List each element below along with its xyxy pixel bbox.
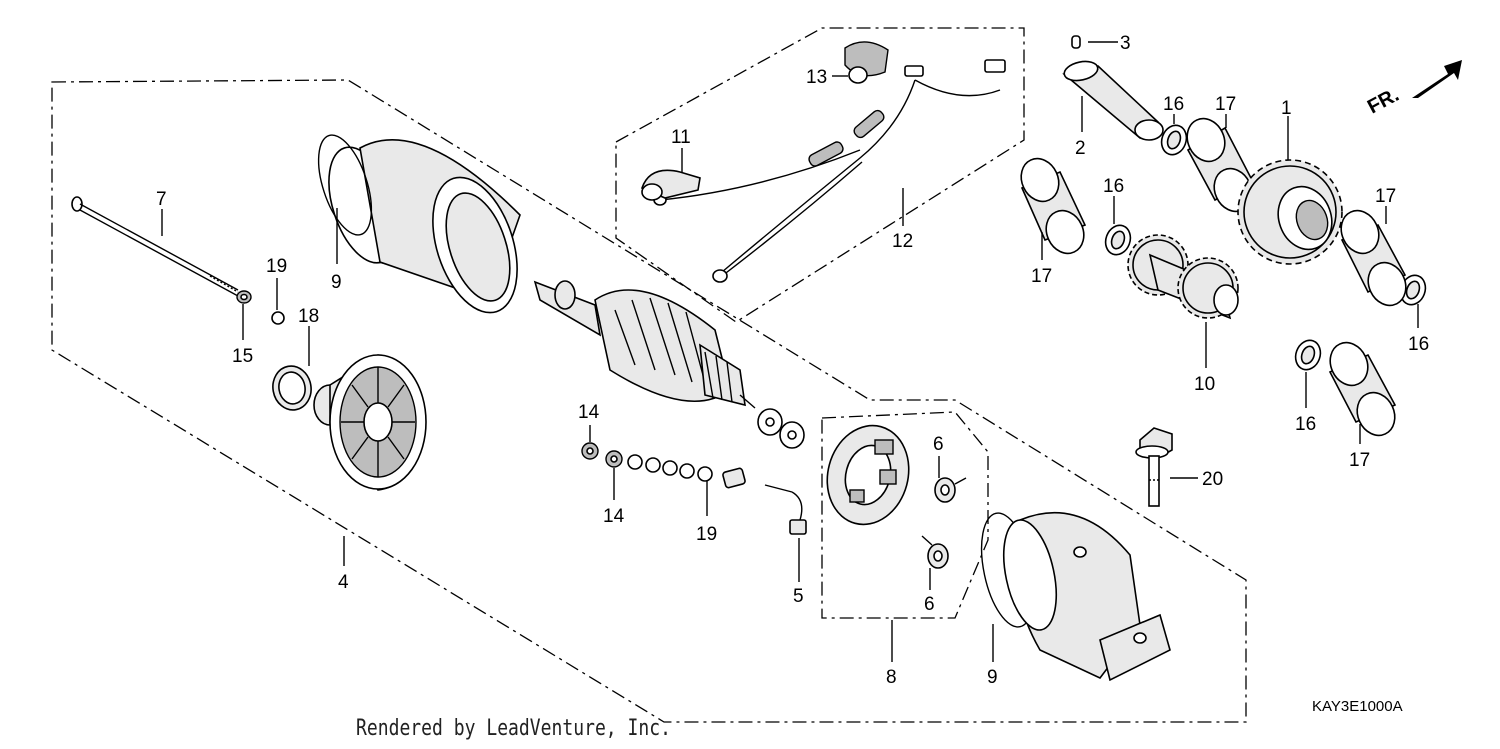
callout-6-bottom: 6 [924,594,935,615]
callout-labels: 1 2 3 4 5 6 6 7 8 9 9 10 11 12 13 14 14 … [156,33,1429,688]
washer-part-19-left [271,311,285,325]
callout-9-bottom: 9 [987,667,998,688]
brush-holder-group-outline [821,411,989,619]
direction-label: FR. [1364,84,1403,119]
brush-spring-part-6-top [934,477,967,503]
flange-bolt-part-20 [1135,427,1173,507]
starter-group-outline [51,79,1247,723]
leader-lines [161,41,1419,662]
callout-11: 11 [671,127,691,148]
front-direction-arrow-icon: FR. [1364,60,1462,118]
callout-17-top: 17 [1215,94,1236,115]
callout-15: 15 [232,346,253,367]
callout-14-top: 14 [578,402,600,423]
washer-part-16-right [1399,274,1427,306]
gear-part-1 [1237,159,1343,265]
needle-bearing-part-17-left [1020,157,1087,255]
cable-assembly-part-12 [653,59,1006,283]
callout-14-bottom: 14 [603,506,625,527]
drawing-code: KAY3E1000A [1312,698,1403,715]
front-cover-part-4 [313,354,427,491]
o-ring-part-18 [272,365,312,411]
callout-4: 4 [338,572,349,593]
callout-10: 10 [1194,374,1215,395]
terminal-block [722,467,746,489]
needle-bearing-part-17-right [1340,209,1407,307]
callout-5: 5 [793,586,804,607]
callout-16-middle: 16 [1103,176,1124,197]
callout-8: 8 [886,667,897,688]
armature [533,280,756,409]
callout-2: 2 [1075,138,1086,159]
callout-17-bottom: 17 [1349,450,1370,471]
boot-cap-part-11 [641,169,701,201]
brush-holder-part-8 [826,424,910,526]
terminal-brush-part-5 [764,484,807,535]
callout-7: 7 [156,189,167,210]
callout-1: 1 [1281,98,1292,119]
callout-13: 13 [806,67,827,88]
insulator-washers [627,454,713,482]
double-gear-part-10 [1127,234,1239,320]
callout-6-top: 6 [933,434,944,455]
callout-3: 3 [1120,33,1131,54]
washer-part-16-middle [1104,224,1132,256]
callout-9-top: 9 [331,272,342,293]
rear-housing-part-9 [980,511,1171,682]
callout-19-left: 19 [266,256,287,277]
washer-part-16-top [1160,124,1188,156]
callout-19-bottom: 19 [696,524,717,545]
nut-part-15 [236,290,252,304]
shaft-part-2 [1062,60,1164,141]
brush-spring-part-6-bottom [921,535,949,569]
callout-16-right: 16 [1408,334,1429,355]
callout-16-top: 16 [1163,94,1184,115]
callout-20: 20 [1202,469,1223,490]
callout-17-right: 17 [1375,186,1396,207]
long-bolt-part-7 [71,196,239,297]
callout-12: 12 [892,231,913,252]
terminal-cover-part-13 [844,41,889,84]
yoke-housing-part-9 [317,134,521,314]
washer-part-16-bottom [1294,339,1322,371]
pin-part-3 [1071,35,1081,49]
cable-group-outline [615,27,1025,323]
nut-part-14-bottom [605,450,623,468]
callout-16-bottom: 16 [1295,414,1316,435]
render-credit: Rendered by LeadVenture, Inc. [356,716,671,741]
needle-bearing-part-17-bottom [1328,341,1397,437]
callout-18: 18 [298,306,319,327]
needle-bearing-part-17-top [1186,117,1254,213]
nut-part-14-top [581,442,599,460]
thrust-washers [757,408,805,449]
callout-17-left: 17 [1031,266,1052,287]
